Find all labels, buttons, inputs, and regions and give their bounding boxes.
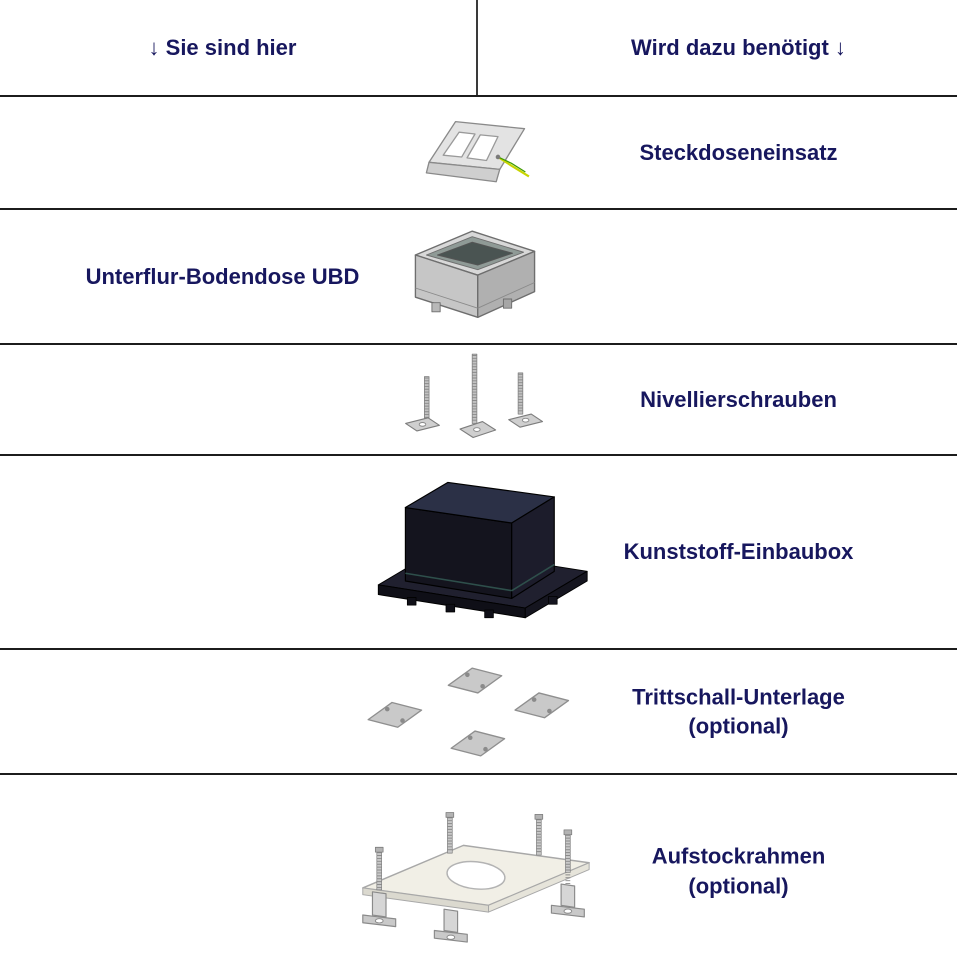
label-subtext: (optional) bbox=[688, 873, 789, 898]
leveling-screws-image bbox=[400, 350, 550, 450]
extension-frame-image bbox=[349, 797, 601, 945]
plastic-mounting-box-image bbox=[359, 465, 591, 639]
header-divider bbox=[476, 0, 478, 95]
label-text: Steckdoseneinsatz bbox=[639, 139, 838, 165]
row-nivellierschrauben: Nivellierschrauben bbox=[0, 345, 957, 456]
label-text: Unterflur-Bodendose UBD bbox=[85, 263, 360, 289]
row-steckdoseneinsatz: Steckdoseneinsatz bbox=[0, 97, 957, 210]
label-text: Trittschall-Unterlage bbox=[632, 683, 845, 709]
row-unterflur-bodendose-ubd: Unterflur-Bodendose UBD bbox=[0, 210, 957, 345]
row-trittschall-unterlage: Trittschall-Unterlage (optional) bbox=[0, 650, 957, 775]
label-subtext: (optional) bbox=[688, 713, 789, 739]
row-aufstockrahmen: Aufstockrahmen (optional) bbox=[0, 775, 957, 967]
label-aufstockrahmen: Aufstockrahmen (optional) bbox=[520, 841, 957, 900]
label-steckdoseneinsatz: Steckdoseneinsatz bbox=[520, 138, 957, 168]
underfloor-box-image bbox=[406, 222, 544, 332]
socket-insert-image bbox=[413, 111, 537, 195]
row-kunststoff-einbaubox: Kunststoff-Einbaubox bbox=[0, 456, 957, 650]
label-text: Nivellierschrauben bbox=[640, 386, 837, 412]
impact-sound-pads-image bbox=[360, 660, 590, 763]
label-text: Kunststoff-Einbaubox bbox=[623, 539, 854, 565]
header-row: ↓ Sie sind hier Wird dazu benötigt ↓ bbox=[0, 0, 957, 97]
header-needed-for-it: Wird dazu benötigt ↓ bbox=[631, 34, 846, 60]
label-kunststoff-einbaubox: Kunststoff-Einbaubox bbox=[520, 537, 957, 567]
label-unterflur-bodendose-ubd: Unterflur-Bodendose UBD bbox=[0, 262, 445, 292]
label-text: Aufstockrahmen bbox=[651, 843, 826, 869]
label-trittschall-unterlage: Trittschall-Unterlage (optional) bbox=[520, 682, 957, 741]
header-you-are-here: ↓ Sie sind hier bbox=[148, 34, 297, 60]
label-nivellierschrauben: Nivellierschrauben bbox=[520, 385, 957, 415]
